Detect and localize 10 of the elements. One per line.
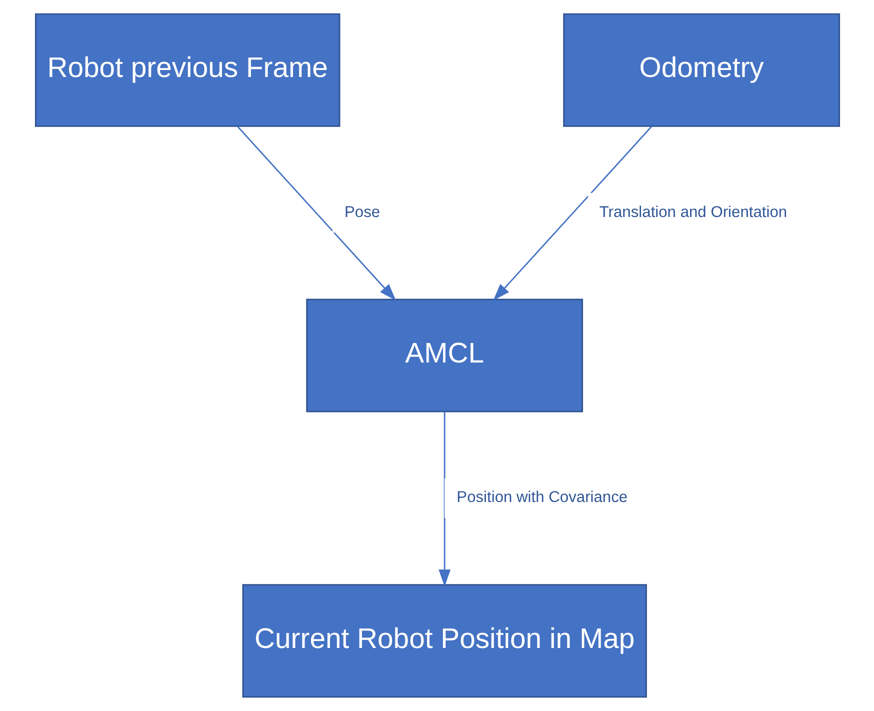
edge-label: Position with Covariance bbox=[456, 489, 628, 506]
node-box: Robot previous Frame bbox=[34, 13, 340, 127]
arrow bbox=[438, 412, 450, 587]
edge-label: Pose bbox=[344, 204, 380, 221]
arrow bbox=[236, 126, 396, 301]
node-box: Odometry bbox=[562, 13, 840, 127]
edge-label: Translation and Orientation bbox=[598, 204, 787, 221]
node-box: AMCL bbox=[306, 298, 583, 412]
node-box: Current Robot Position in Map bbox=[242, 584, 646, 698]
arrow bbox=[492, 126, 652, 301]
